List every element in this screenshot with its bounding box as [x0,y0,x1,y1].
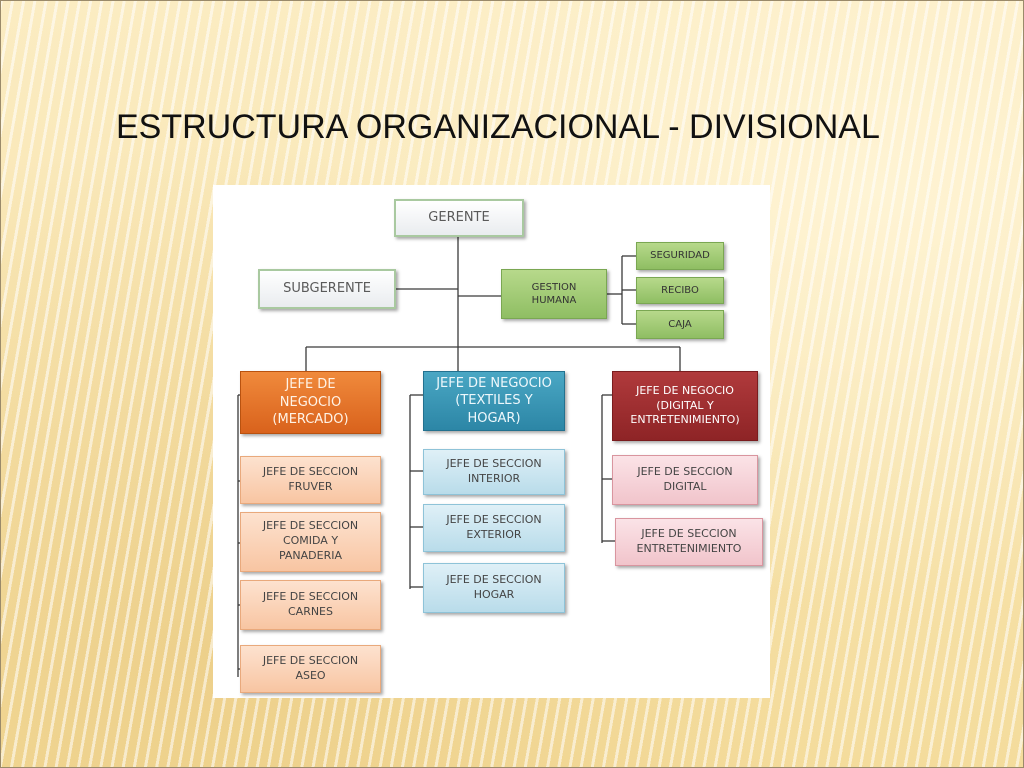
node-seccion-digital: JEFE DE SECCION DIGITAL [612,455,758,505]
node-seccion-hogar: JEFE DE SECCION HOGAR [423,563,565,613]
node-caja: CAJA [636,310,724,339]
node-seccion-interior: JEFE DE SECCION INTERIOR [423,449,565,495]
node-jefe-negocio-mercado: JEFE DE NEGOCIO (MERCADO) [240,371,381,434]
node-recibo: RECIBO [636,277,724,304]
node-seccion-carnes: JEFE DE SECCION CARNES [240,580,381,630]
node-jefe-negocio-textiles: JEFE DE NEGOCIO (TEXTILES Y HOGAR) [423,371,565,431]
node-subgerente: SUBGERENTE [258,269,396,309]
node-jefe-negocio-digital: JEFE DE NEGOCIO (DIGITAL Y ENTRETENIMIEN… [612,371,758,441]
slide-title: ESTRUCTURA ORGANIZACIONAL - DIVISIONAL [116,108,880,146]
node-seccion-exterior: JEFE DE SECCION EXTERIOR [423,504,565,552]
node-seccion-entretenimiento: JEFE DE SECCION ENTRETENIMIENTO [615,518,763,566]
node-seccion-aseo: JEFE DE SECCION ASEO [240,645,381,693]
node-seguridad: SEGURIDAD [636,242,724,270]
node-gerente: GERENTE [394,199,524,237]
node-seccion-fruver: JEFE DE SECCION FRUVER [240,456,381,504]
node-seccion-comida-panaderia: JEFE DE SECCION COMIDA Y PANADERIA [240,512,381,572]
node-gestion-humana: GESTION HUMANA [501,269,607,319]
org-chart: GERENTE SUBGERENTE GESTION HUMANA SEGURI… [213,185,770,698]
org-connectors [237,237,681,677]
